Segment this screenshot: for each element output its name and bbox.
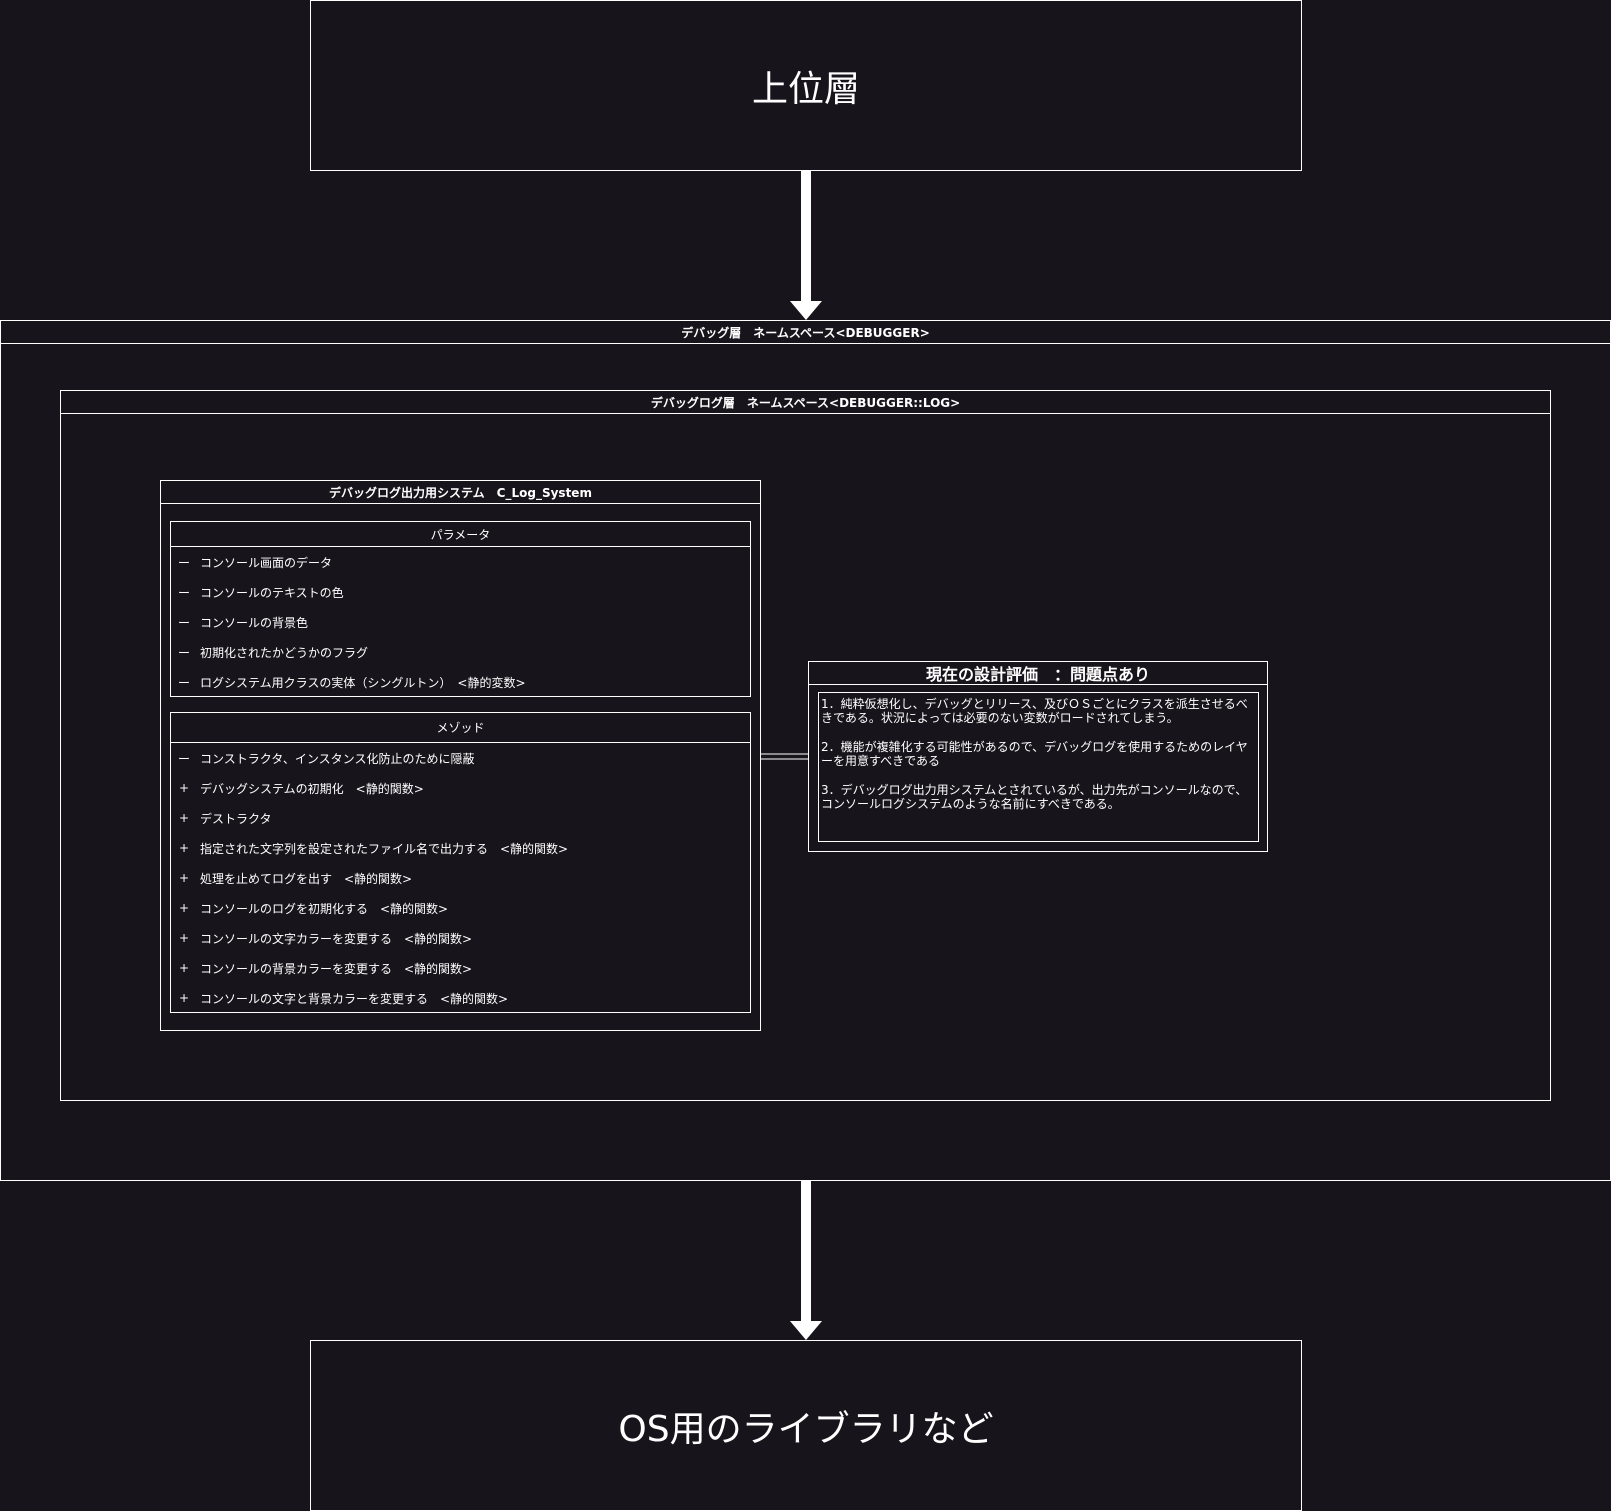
- visibility-marker: ー: [178, 585, 191, 600]
- method-row: + 処理を止めてログを出す <静的関数>: [171, 863, 750, 893]
- visibility-marker: +: [178, 961, 190, 975]
- visibility-marker: ー: [178, 751, 191, 766]
- method-text: コンソールのログを初期化する <静的関数>: [200, 901, 449, 916]
- method-row: + デストラクタ: [171, 803, 750, 833]
- method-text: コンソールの背景カラーを変更する <静的関数>: [200, 961, 473, 976]
- method-text: デストラクタ: [200, 811, 272, 826]
- evaluation-note-body: 1．純粋仮想化し、デバッグとリリース、及びＯＳごとにクラスを派生させるべきである…: [818, 692, 1259, 842]
- method-text: 指定された文字列を設定されたファイル名で出力する <静的関数>: [200, 841, 569, 856]
- visibility-marker: +: [178, 991, 190, 1005]
- os-layer-label: OS用のライブラリなど: [618, 1408, 994, 1450]
- method-text: コンストラクタ、インスタンス化防止のために隠蔽: [200, 751, 475, 766]
- param-row: ー ログシステム用クラスの実体（シングルトン） <静的変数>: [171, 667, 750, 697]
- param-row: ー 初期化されたかどうかのフラグ: [171, 637, 750, 667]
- params-header: パラメータ: [171, 522, 750, 547]
- param-row: ー コンソールの背景色: [171, 607, 750, 637]
- debug-layer-title: デバッグ層 ネームスペース<DEBUGGER>: [1, 321, 1610, 344]
- visibility-marker: ー: [178, 645, 191, 660]
- method-row: + 指定された文字列を設定されたファイル名で出力する <静的関数>: [171, 833, 750, 863]
- evaluation-point: 1．純粋仮想化し、デバッグとリリース、及びＯＳごとにクラスを派生させるべきである…: [821, 697, 1248, 725]
- visibility-marker: +: [178, 811, 190, 825]
- param-row: ー コンソールのテキストの色: [171, 577, 750, 607]
- visibility-marker: +: [178, 841, 190, 855]
- evaluation-note-box[interactable]: 現在の設計評価 ：問題点あり 1．純粋仮想化し、デバッグとリリース、及びＯＳごと…: [808, 661, 1268, 852]
- log-system-class-box[interactable]: デバッグログ出力用システム C_Log_System パラメータ ー コンソール…: [160, 480, 761, 1031]
- methods-compartment: メゾッド ー コンストラクタ、インスタンス化防止のために隠蔽 + デバッグシステ…: [170, 712, 751, 1013]
- upper-layer-label: 上位層: [751, 68, 860, 110]
- method-text: コンソールの文字カラーを変更する <静的関数>: [200, 931, 473, 946]
- method-text: 処理を止めてログを出す <静的関数>: [200, 871, 413, 886]
- params-list: ー コンソール画面のデータ ー コンソールのテキストの色 ー コンソールの背景色…: [171, 547, 750, 697]
- evaluation-point: 2．機能が複雑化する可能性があるので、デバッグログを使用するためのレイヤーを用意…: [821, 740, 1248, 768]
- methods-header: メゾッド: [171, 713, 750, 743]
- method-row: + デバッグシステムの初期化 <静的関数>: [171, 773, 750, 803]
- evaluation-note-title: 現在の設計評価 ：問題点あり: [809, 662, 1267, 685]
- param-text: ログシステム用クラスの実体（シングルトン） <静的変数>: [200, 675, 526, 690]
- method-row: + コンソールの背景カラーを変更する <静的関数>: [171, 953, 750, 983]
- param-text: 初期化されたかどうかのフラグ: [200, 645, 369, 660]
- method-text: デバッグシステムの初期化 <静的関数>: [200, 781, 424, 796]
- visibility-marker: +: [178, 901, 190, 915]
- methods-list: ー コンストラクタ、インスタンス化防止のために隠蔽 + デバッグシステムの初期化…: [171, 743, 750, 1013]
- param-row: ー コンソール画面のデータ: [171, 547, 750, 577]
- method-text: コンソールの文字と背景カラーを変更する <静的関数>: [200, 991, 509, 1006]
- param-text: コンソール画面のデータ: [200, 555, 333, 570]
- method-row: ー コンストラクタ、インスタンス化防止のために隠蔽: [171, 743, 750, 773]
- log-system-class-title: デバッグログ出力用システム C_Log_System: [161, 481, 760, 504]
- visibility-marker: ー: [178, 615, 191, 630]
- method-row: + コンソールのログを初期化する <静的関数>: [171, 893, 750, 923]
- param-text: コンソールの背景色: [200, 615, 309, 630]
- upper-layer-box[interactable]: 上位層: [310, 0, 1302, 171]
- visibility-marker: +: [178, 871, 190, 885]
- method-row: + コンソールの文字と背景カラーを変更する <静的関数>: [171, 983, 750, 1013]
- visibility-marker: +: [178, 781, 190, 795]
- visibility-marker: ー: [178, 555, 191, 570]
- debug-log-layer-title: デバッグログ層 ネームスペース<DEBUGGER::LOG>: [61, 391, 1550, 414]
- params-compartment: パラメータ ー コンソール画面のデータ ー コンソールのテキストの色 ー コンソ…: [170, 521, 751, 697]
- method-row: + コンソールの文字カラーを変更する <静的関数>: [171, 923, 750, 953]
- visibility-marker: +: [178, 931, 190, 945]
- arrow-upper-to-debug-head: [790, 301, 822, 320]
- os-layer-box[interactable]: OS用のライブラリなど: [310, 1340, 1302, 1511]
- visibility-marker: ー: [178, 675, 191, 690]
- evaluation-point: 3．デバッグログ出力用システムとされているが、出力先がコンソールなので、コンソー…: [821, 783, 1248, 811]
- arrow-debug-to-os-head: [790, 1321, 822, 1340]
- debug-log-layer-container[interactable]: デバッグログ層 ネームスペース<DEBUGGER::LOG>: [60, 390, 1551, 1101]
- param-text: コンソールのテキストの色: [200, 585, 344, 600]
